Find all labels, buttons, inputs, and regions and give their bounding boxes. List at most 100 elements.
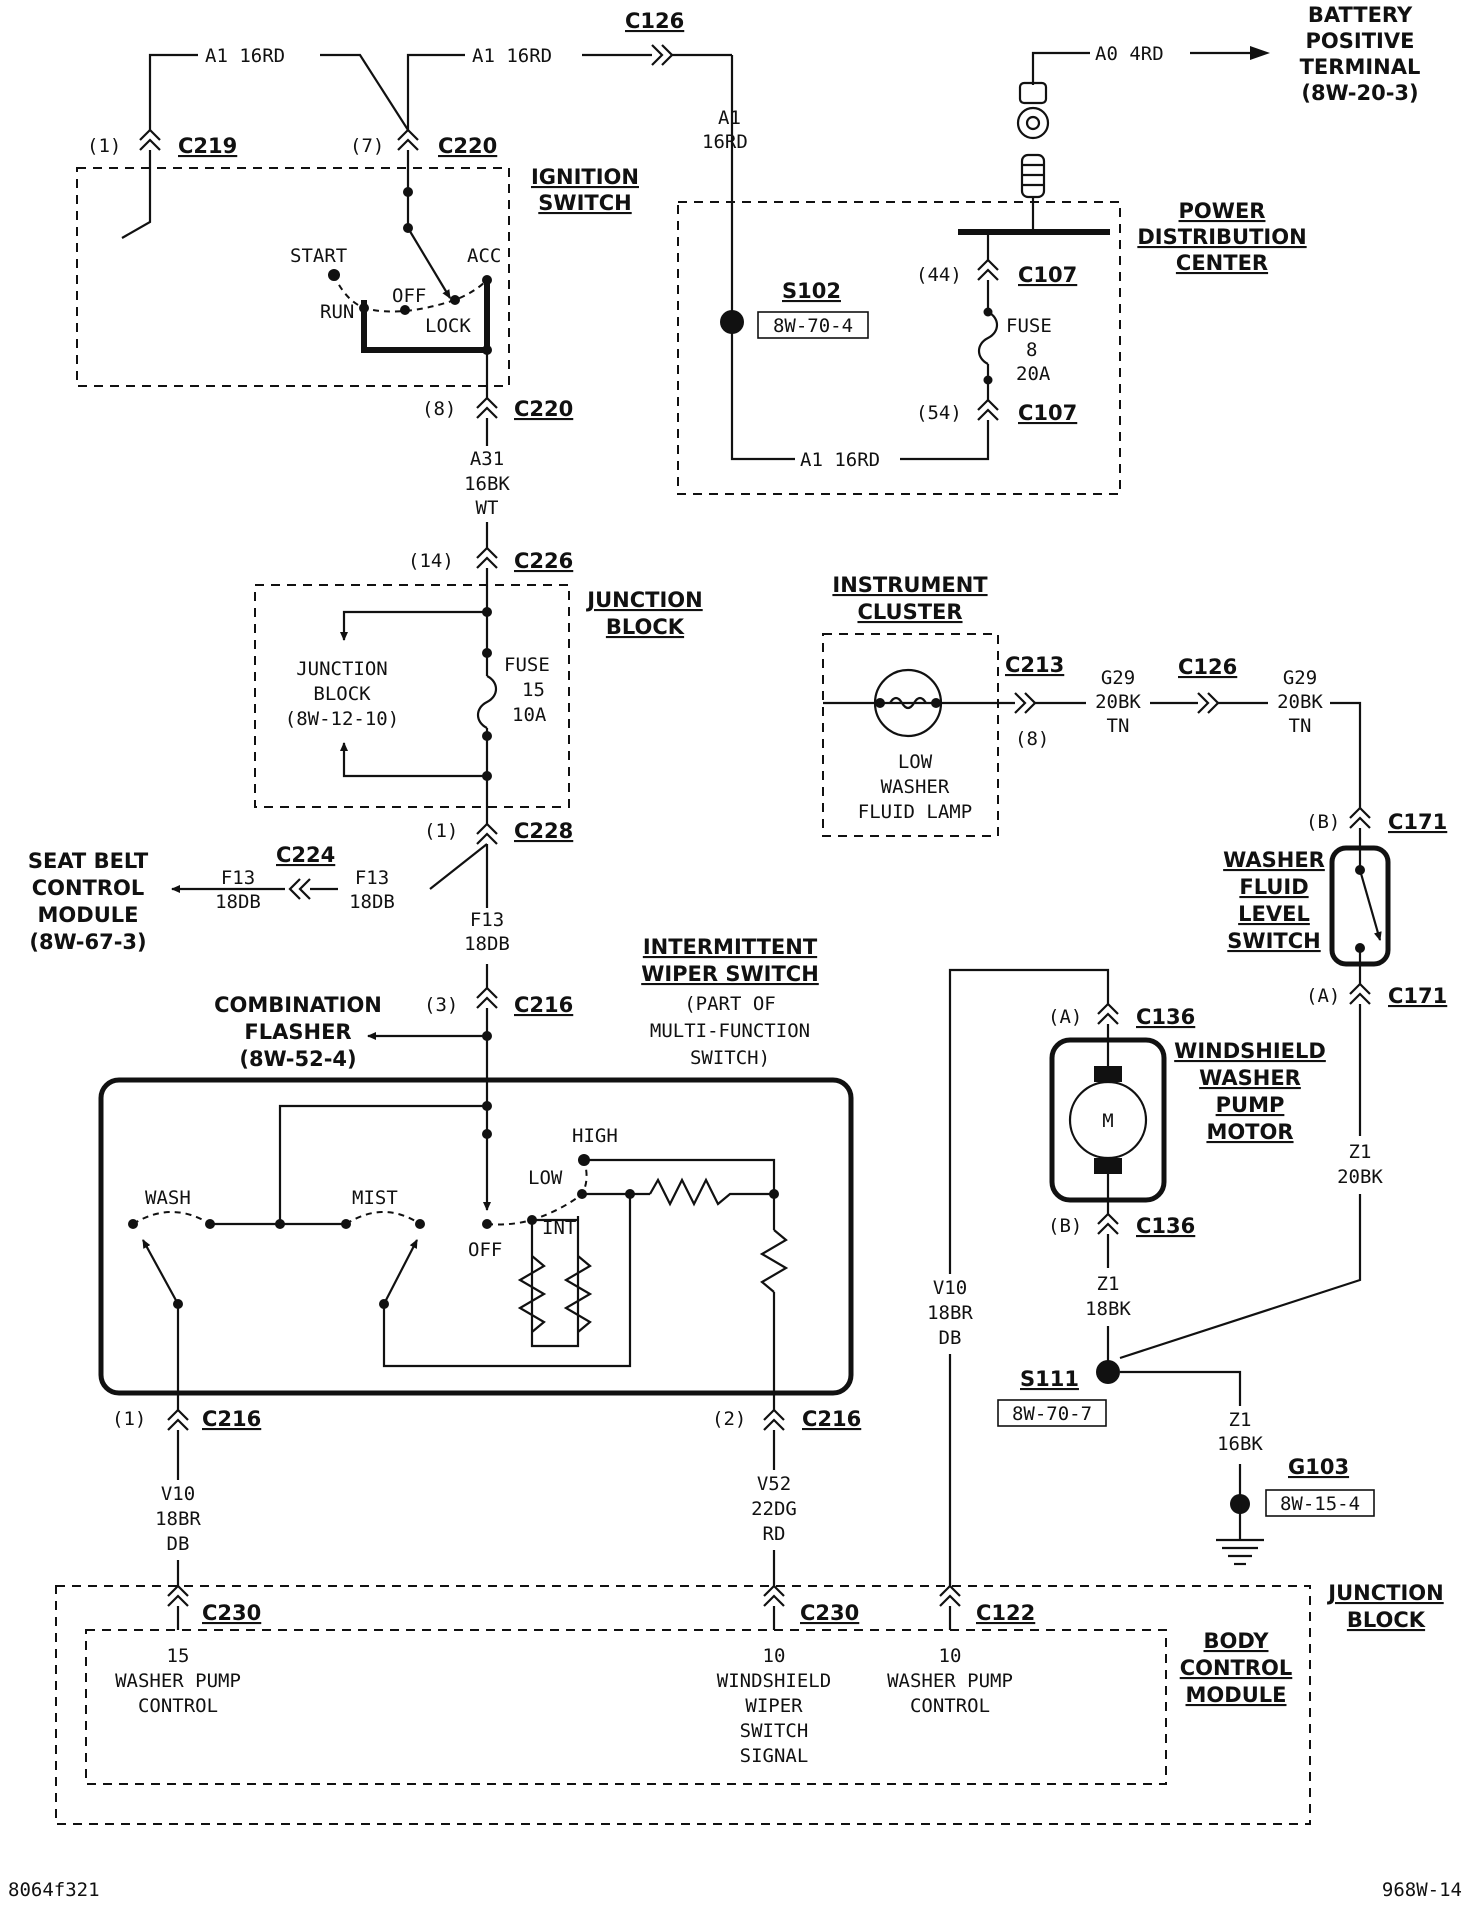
pump-title-4: MOTOR <box>1206 1120 1293 1144</box>
bcm-p2-l3: SWITCH <box>740 1720 809 1742</box>
flasher-title-1: COMBINATION <box>214 993 382 1017</box>
z1-20bk-bg <box>1328 1136 1392 1194</box>
mist-arc <box>345 1211 421 1225</box>
pdc-c107-out: C107 <box>1018 401 1077 425</box>
level-title-3: LEVEL <box>1238 902 1310 926</box>
c220-in-label: C220 <box>438 134 497 158</box>
connector-c226-icon <box>476 546 498 569</box>
c228-label: C228 <box>514 819 573 843</box>
wash-mist-feed <box>278 1104 487 1224</box>
power-distribution-center: POWER DISTRIBUTION CENTER (44) C107 FUSE… <box>677 55 1307 495</box>
a31-label-1: A31 <box>470 448 504 470</box>
z1-16bk-bg <box>1208 1406 1272 1464</box>
seat-belt-branch: SEAT BELT CONTROL MODULE (8W-67-3) C224 … <box>28 843 519 988</box>
c216-top-pin: (3) <box>424 994 458 1016</box>
battery-section: BATTERY POSITIVE TERMINAL (8W-20-3) A0 4… <box>1016 3 1420 232</box>
g103-ref-box <box>1265 1489 1375 1517</box>
pump-title-3: PUMP <box>1216 1093 1285 1117</box>
wiper-high-label: HIGH <box>572 1125 618 1147</box>
junction-block-bottom-box <box>55 1585 1311 1825</box>
v10-right-bg <box>918 1274 982 1354</box>
z1-18bk-2: 18BK <box>1085 1298 1131 1320</box>
connector-c171-b-icon <box>1349 806 1371 829</box>
lamp-node-right <box>931 698 941 708</box>
jb-branch-top <box>340 610 487 641</box>
fuse-15-icon <box>476 675 498 729</box>
bcm-p1-l1: WASHER PUMP <box>115 1670 241 1692</box>
seatbelt-ref: (8W-67-3) <box>29 930 146 954</box>
bottom-jb-title-1: JUNCTION <box>1326 1581 1443 1605</box>
motor-label: M <box>1102 1110 1113 1132</box>
z1-18bk-1: Z1 <box>1097 1273 1120 1295</box>
fuse-8-node-top <box>983 307 993 317</box>
c230-mid-label: C230 <box>800 1601 859 1625</box>
c216-right-pin: (2) <box>712 1408 746 1430</box>
connector-c136-b-icon <box>1097 1212 1119 1235</box>
g29-a-1: G29 <box>1101 667 1135 689</box>
bcm-title-1: BODY <box>1204 1629 1270 1653</box>
pdc-title-2: DISTRIBUTION <box>1137 225 1306 249</box>
splice-s111-ref: 8W-70-7 <box>1012 1403 1092 1425</box>
a1-left-wire-b <box>320 53 409 131</box>
a1-left-wire-a <box>148 53 198 130</box>
connector-c228-icon <box>476 822 498 845</box>
seatbelt-title-3: MODULE <box>38 903 139 927</box>
c126-cluster-label: C126 <box>1178 655 1237 679</box>
c213-label: C213 <box>1005 653 1064 677</box>
c219-pin: (1) <box>87 135 121 157</box>
c136-a-pin: (A) <box>1048 1006 1082 1028</box>
footer-right: 968W-14 <box>1382 1879 1462 1901</box>
c171-a-label: C171 <box>1388 984 1447 1008</box>
g29-b-2: 20BK <box>1277 691 1323 713</box>
pdc-fuse-amps: 20A <box>1016 363 1051 385</box>
mist-switch-arm <box>383 1239 418 1305</box>
bcm-p2-num: 10 <box>763 1645 786 1667</box>
flasher-ref: (8W-52-4) <box>239 1047 356 1071</box>
g103-ref: 8W-15-4 <box>1280 1493 1360 1515</box>
a1-mid-wire-a <box>406 53 465 130</box>
wiper-contact-arc <box>486 1159 588 1226</box>
c224-label: C224 <box>276 843 335 867</box>
c220-out-pin: (8) <box>422 398 456 420</box>
c122-label: C122 <box>976 1601 1035 1625</box>
cluster-title-2: CLUSTER <box>857 600 962 624</box>
c216-top-label: C216 <box>514 993 573 1017</box>
connector-c107-in-icon <box>977 258 999 281</box>
a1-vertical-wire <box>730 55 795 461</box>
v52-3: RD <box>763 1523 786 1545</box>
g29-b-3: TN <box>1289 715 1312 737</box>
battery-arrow-icon <box>1250 46 1270 60</box>
v10-left-2: 18BR <box>155 1508 201 1530</box>
pump-title-2: WASHER <box>1199 1066 1301 1090</box>
ignition-contact-arc <box>333 274 488 313</box>
f13-left-2: 18DB <box>215 891 261 913</box>
bcm-p3-l1: WASHER PUMP <box>887 1670 1013 1692</box>
pump-title-1: WINDSHIELD <box>1174 1039 1326 1063</box>
a1-vertical-label-2: 16RD <box>702 131 748 153</box>
connector-c216-right-icon <box>763 1408 785 1431</box>
junction-block-box <box>254 584 570 808</box>
c216-left-label: C216 <box>202 1407 261 1431</box>
c213-pin: (8) <box>1015 728 1049 750</box>
signal-resistor-icon <box>759 1229 789 1293</box>
v52-2: 22DG <box>751 1498 797 1520</box>
v10-right-1: V10 <box>933 1277 967 1299</box>
c216-right-label: C216 <box>802 1407 861 1431</box>
a31-label-bg <box>455 446 519 522</box>
a1-left-label: A1 16RD <box>205 45 285 67</box>
splice-s102-label: S102 <box>782 279 841 303</box>
wiper-title-1: INTERMITTENT <box>643 935 818 959</box>
f13-v-2: 18DB <box>464 933 510 955</box>
connector-c216-left-icon <box>167 1408 189 1431</box>
mist-return-wire <box>382 1194 632 1368</box>
pdc-out-wire-label: A1 16RD <box>800 449 880 471</box>
bottom-jb-title-2: BLOCK <box>1347 1608 1426 1632</box>
c226-label: C226 <box>514 549 573 573</box>
c171-a-pin: (A) <box>1306 985 1340 1007</box>
ignition-switch-box <box>76 167 510 387</box>
fuse-15-num: 15 <box>522 679 545 701</box>
top-a1-wires: A1 16RD A1 16RD C126 A1 16RD <box>148 9 748 153</box>
pdc-title-3: CENTER <box>1176 251 1268 275</box>
combination-flasher-branch: (3) C216 COMBINATION FLASHER (8W-52-4) <box>214 986 573 1080</box>
